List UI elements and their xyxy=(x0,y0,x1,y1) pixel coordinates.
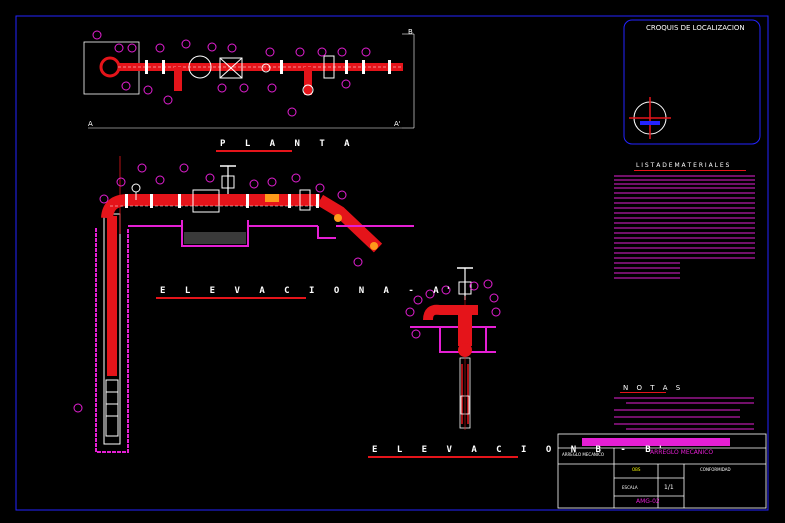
title-block-left-label: ARREGLO MECANICO xyxy=(562,452,605,457)
section-a2-label: A' xyxy=(394,120,401,128)
materials-list xyxy=(614,175,755,279)
section-b-label: B xyxy=(408,28,413,36)
sheet-border xyxy=(15,15,769,511)
croquis-box xyxy=(623,19,761,145)
planta-title: P L A N T A xyxy=(220,139,357,149)
planta-view xyxy=(83,30,415,129)
planta-underline xyxy=(216,150,292,152)
notes-underline xyxy=(620,392,666,393)
elevacion-b-title: E L E V A C I O N B - B' xyxy=(372,445,671,455)
section-a-label: A xyxy=(88,120,93,128)
croquis-title: CROQUIS DE LOCALIZACION xyxy=(646,24,745,32)
title-block-sheet: AMG-02 xyxy=(636,498,660,505)
elevacion-a-underline xyxy=(156,297,306,299)
materials-underline xyxy=(634,170,746,171)
title-block xyxy=(557,433,767,509)
elevacion-b-underline xyxy=(368,456,518,458)
elevacion-b-view xyxy=(405,267,501,430)
title-block-scale-label: ESCALA xyxy=(622,485,638,490)
notes-title: N O T A S xyxy=(623,384,684,392)
title-block-scale: 1/1 xyxy=(664,484,674,491)
elevacion-a-view xyxy=(73,156,414,453)
materials-title: L I S T A D E M A T E R I A L E S xyxy=(636,162,730,169)
elevacion-a-title: E L E V A C I O N A - A' xyxy=(160,286,459,296)
title-block-project: ARREGLO MECANICO xyxy=(650,449,714,456)
title-block-row-label: OBS xyxy=(632,467,641,472)
title-block-cell-label: CONFORMIDAD xyxy=(700,467,731,472)
notes-list xyxy=(614,397,754,430)
